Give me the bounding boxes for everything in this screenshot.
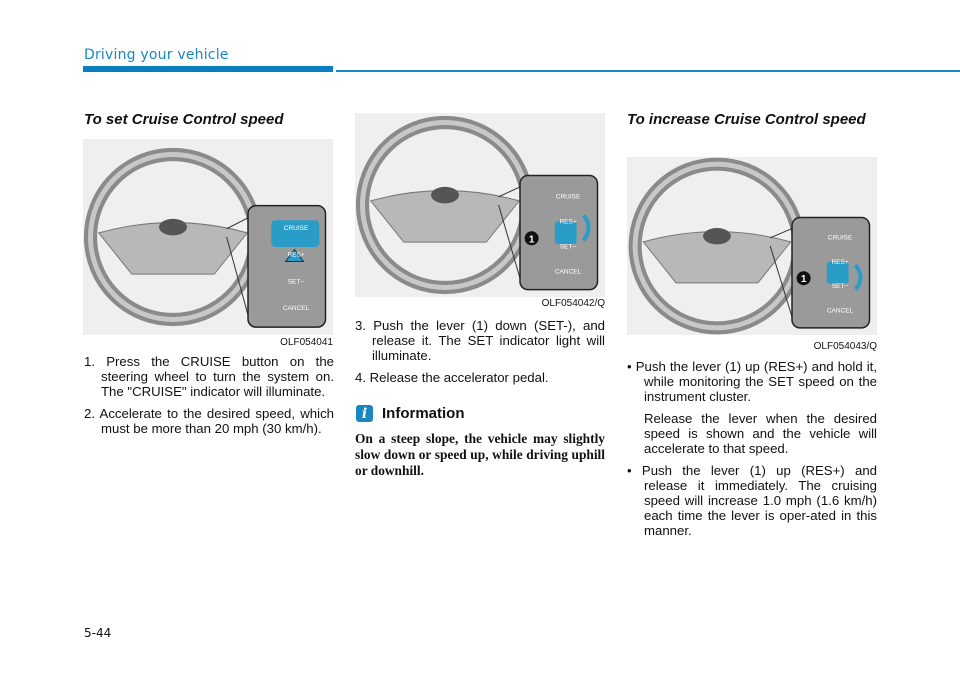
callout-number: 1 [529, 234, 535, 245]
switch-label: RES+ [287, 252, 304, 259]
step-4: 4. Release the accelerator pedal. [355, 370, 549, 385]
bullet-2: • Push the lever (1) up (RES+) and relea… [627, 463, 877, 538]
callout-marker [524, 231, 539, 246]
switch-label: CANCEL [555, 269, 582, 276]
information-body: On a steep slope, the vehicle may slight… [355, 431, 605, 478]
figure-caption: OLF054042/Q [541, 298, 605, 309]
switch-label: SET− [832, 283, 849, 290]
switch-label: RES+ [559, 218, 576, 225]
bullet-1-note: Release the lever when the desired speed… [644, 411, 877, 456]
information-heading: i Information [356, 405, 465, 422]
switch-label: CANCEL [283, 305, 310, 312]
hub-logo [430, 186, 460, 204]
step-1: 1. Press the CRUISE button on the steeri… [84, 354, 334, 399]
callout-number: 1 [801, 274, 807, 285]
steps-list-1: 1. Press the CRUISE button on the steeri… [84, 354, 334, 443]
figure-set-lever: 1 CRUISE RES+ SET− CANCEL [355, 113, 605, 297]
figure-caption: OLF054041 [280, 337, 333, 348]
steering-wheel-illustration: 1 CRUISE RES+ SET− CANCEL [355, 115, 599, 295]
header-bar [83, 66, 333, 72]
steering-wheel-illustration: 1 CRUISE RES+ SET− CANCEL [628, 157, 871, 335]
section-title: Driving your vehicle [84, 47, 229, 63]
info-icon: i [356, 405, 373, 422]
figure-res-lever: 1 CRUISE RES+ SET− CANCEL [627, 157, 877, 335]
step-2: 2. Accelerate to the desired speed, whic… [84, 406, 334, 436]
steps-list-2: 3. Push the lever (1) down (SET-), and r… [355, 318, 605, 392]
heading-set-speed: To set Cruise Control speed [84, 111, 284, 128]
callout-marker [796, 271, 811, 286]
information-title: Information [382, 405, 465, 422]
switch-label: CRUISE [828, 235, 853, 242]
switch-label: SET− [288, 278, 305, 285]
page-number: 5-44 [84, 626, 112, 640]
hub-logo [703, 227, 731, 245]
bullet-1: • Push the lever (1) up (RES+) and hold … [627, 359, 877, 456]
hub-logo [158, 218, 188, 236]
switch-label: CRUISE [284, 225, 309, 232]
header-rule [336, 70, 960, 72]
switch-label: SET− [560, 244, 577, 251]
bullets-list: • Push the lever (1) up (RES+) and hold … [627, 359, 877, 545]
heading-increase-speed: To increase Cruise Control speed [627, 111, 866, 128]
step-3: 3. Push the lever (1) down (SET-), and r… [355, 318, 605, 363]
steering-wheel-illustration: CRUISE RES+ SET− CANCEL [83, 147, 327, 328]
switch-label: RES+ [831, 259, 848, 266]
figure-cruise-button: CRUISE RES+ SET− CANCEL [83, 139, 333, 335]
switch-label: CRUISE [556, 193, 581, 200]
figure-caption: OLF054043/Q [813, 341, 877, 352]
switch-label: CANCEL [827, 307, 854, 314]
